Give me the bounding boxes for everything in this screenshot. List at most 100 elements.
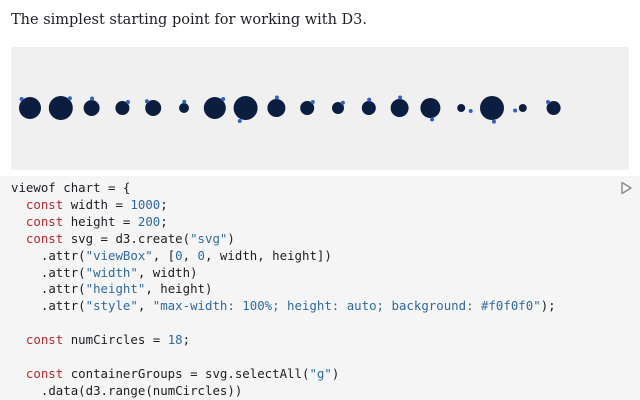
code-token: numCircles	[70, 332, 146, 348]
code-token: 0	[197, 247, 206, 263]
code-token: attr	[48, 298, 79, 314]
code-token: viewof	[11, 180, 56, 195]
code-token: "style"	[85, 298, 138, 314]
circle-16	[480, 96, 504, 120]
circles-svg	[19, 95, 561, 124]
code-token: (	[78, 264, 86, 280]
code-token: "width"	[85, 264, 138, 280]
code-token: );	[540, 298, 556, 314]
circle-dot-16	[491, 119, 496, 124]
code-token: width	[70, 196, 109, 212]
code-token	[11, 214, 26, 229]
code-token: (	[78, 281, 86, 297]
circle-dot-10	[310, 100, 315, 104]
code-token	[63, 332, 70, 347]
code-token	[63, 197, 70, 212]
code-token: = {	[100, 180, 131, 195]
code-token	[11, 332, 26, 347]
play-icon[interactable]	[619, 181, 633, 195]
code-token: =	[115, 213, 138, 229]
code-line: .attr("width", width)	[11, 265, 198, 280]
code-token: "max-width: 100%; height: auto; backgrou…	[152, 298, 541, 314]
code-token: attr	[48, 247, 79, 263]
code-token: , height)	[145, 281, 213, 297]
circle-7	[203, 97, 226, 119]
circle-dot-8	[237, 119, 242, 123]
circle-dot-1	[19, 97, 24, 101]
code-token: , width)	[137, 264, 198, 280]
circle-dot-3	[90, 96, 95, 101]
circle-dot-2	[67, 96, 72, 101]
code-token: (numCircles))	[145, 382, 243, 398]
circle-14	[420, 98, 441, 118]
circle-4	[115, 101, 130, 115]
circle-8	[233, 96, 258, 120]
circle-5	[145, 100, 162, 116]
code-cell[interactable]	[0, 176, 640, 400]
circle-15	[457, 104, 466, 112]
code-line: .data(d3.range(numCircles))	[11, 383, 242, 398]
code-token: const	[25, 332, 64, 348]
code-token: (d3.	[78, 382, 108, 398]
circle-12	[361, 101, 376, 115]
code-token: )	[331, 365, 340, 381]
code-line: .attr("viewBox", [0, 0, width, height])	[11, 248, 332, 263]
circle-17	[518, 104, 527, 112]
code-token: .	[11, 298, 49, 314]
circle-dot-11	[340, 100, 345, 105]
code-token: 200	[137, 213, 161, 229]
circle-3	[83, 100, 100, 116]
circle-18	[546, 101, 561, 115]
code-token: 0	[175, 247, 183, 263]
code-token: ;	[160, 196, 168, 212]
circle-dot-14	[430, 117, 435, 122]
code-token: ;	[160, 213, 168, 229]
intro-text: The simplest starting point for working …	[11, 12, 368, 28]
code-token	[63, 231, 70, 246]
code-token: const	[25, 213, 64, 229]
code-token: =	[108, 196, 131, 212]
code-token: attr	[48, 264, 79, 280]
code-token: containerGroups	[70, 365, 183, 381]
code-token: ;	[182, 332, 191, 348]
code-token: (	[78, 247, 86, 263]
code-token: create	[137, 230, 183, 246]
code-token: const	[25, 230, 64, 246]
code-token: , [	[152, 247, 176, 263]
code-token: "viewBox"	[85, 247, 153, 263]
code-token: ,	[137, 298, 153, 314]
code-token: "svg"	[190, 230, 228, 246]
circle-11	[332, 102, 344, 114]
code-token	[63, 214, 70, 229]
circle-10	[300, 101, 315, 115]
code-token: = d3.	[93, 230, 138, 246]
circle-2	[48, 96, 73, 120]
code-line: viewof chart = {	[11, 180, 130, 195]
code-token: range	[108, 382, 146, 398]
circle-dot-17	[513, 108, 518, 113]
code-token: ,	[182, 247, 198, 263]
circle-6	[179, 103, 189, 113]
code-token: attr	[48, 281, 79, 297]
code-token: 1000	[130, 196, 161, 212]
circle-dot-4	[126, 100, 130, 104]
code-token: const	[25, 196, 64, 212]
code-token	[11, 366, 26, 381]
code-token: const	[25, 365, 64, 381]
circle-dot-9	[274, 95, 279, 100]
code-line: const numCircles = 18;	[11, 332, 190, 347]
circle-dot-6	[182, 99, 187, 104]
circle-dot-18	[546, 100, 550, 104]
code-line: const width = 1000;	[11, 197, 168, 212]
code-line: .attr("style", "max-width: 100%; height:…	[11, 298, 556, 313]
code-token	[63, 366, 70, 381]
circle-1	[19, 97, 41, 119]
code-editor[interactable]: viewof chart = { const width = 1000; con…	[11, 180, 556, 400]
code-line: const height = 200;	[11, 214, 168, 229]
circle-9	[267, 99, 286, 117]
visualization-output	[11, 47, 629, 170]
code-token: (	[78, 298, 86, 314]
circle-dot-15	[468, 109, 473, 113]
circle-dot-12	[367, 97, 372, 102]
code-token: height	[70, 213, 116, 229]
